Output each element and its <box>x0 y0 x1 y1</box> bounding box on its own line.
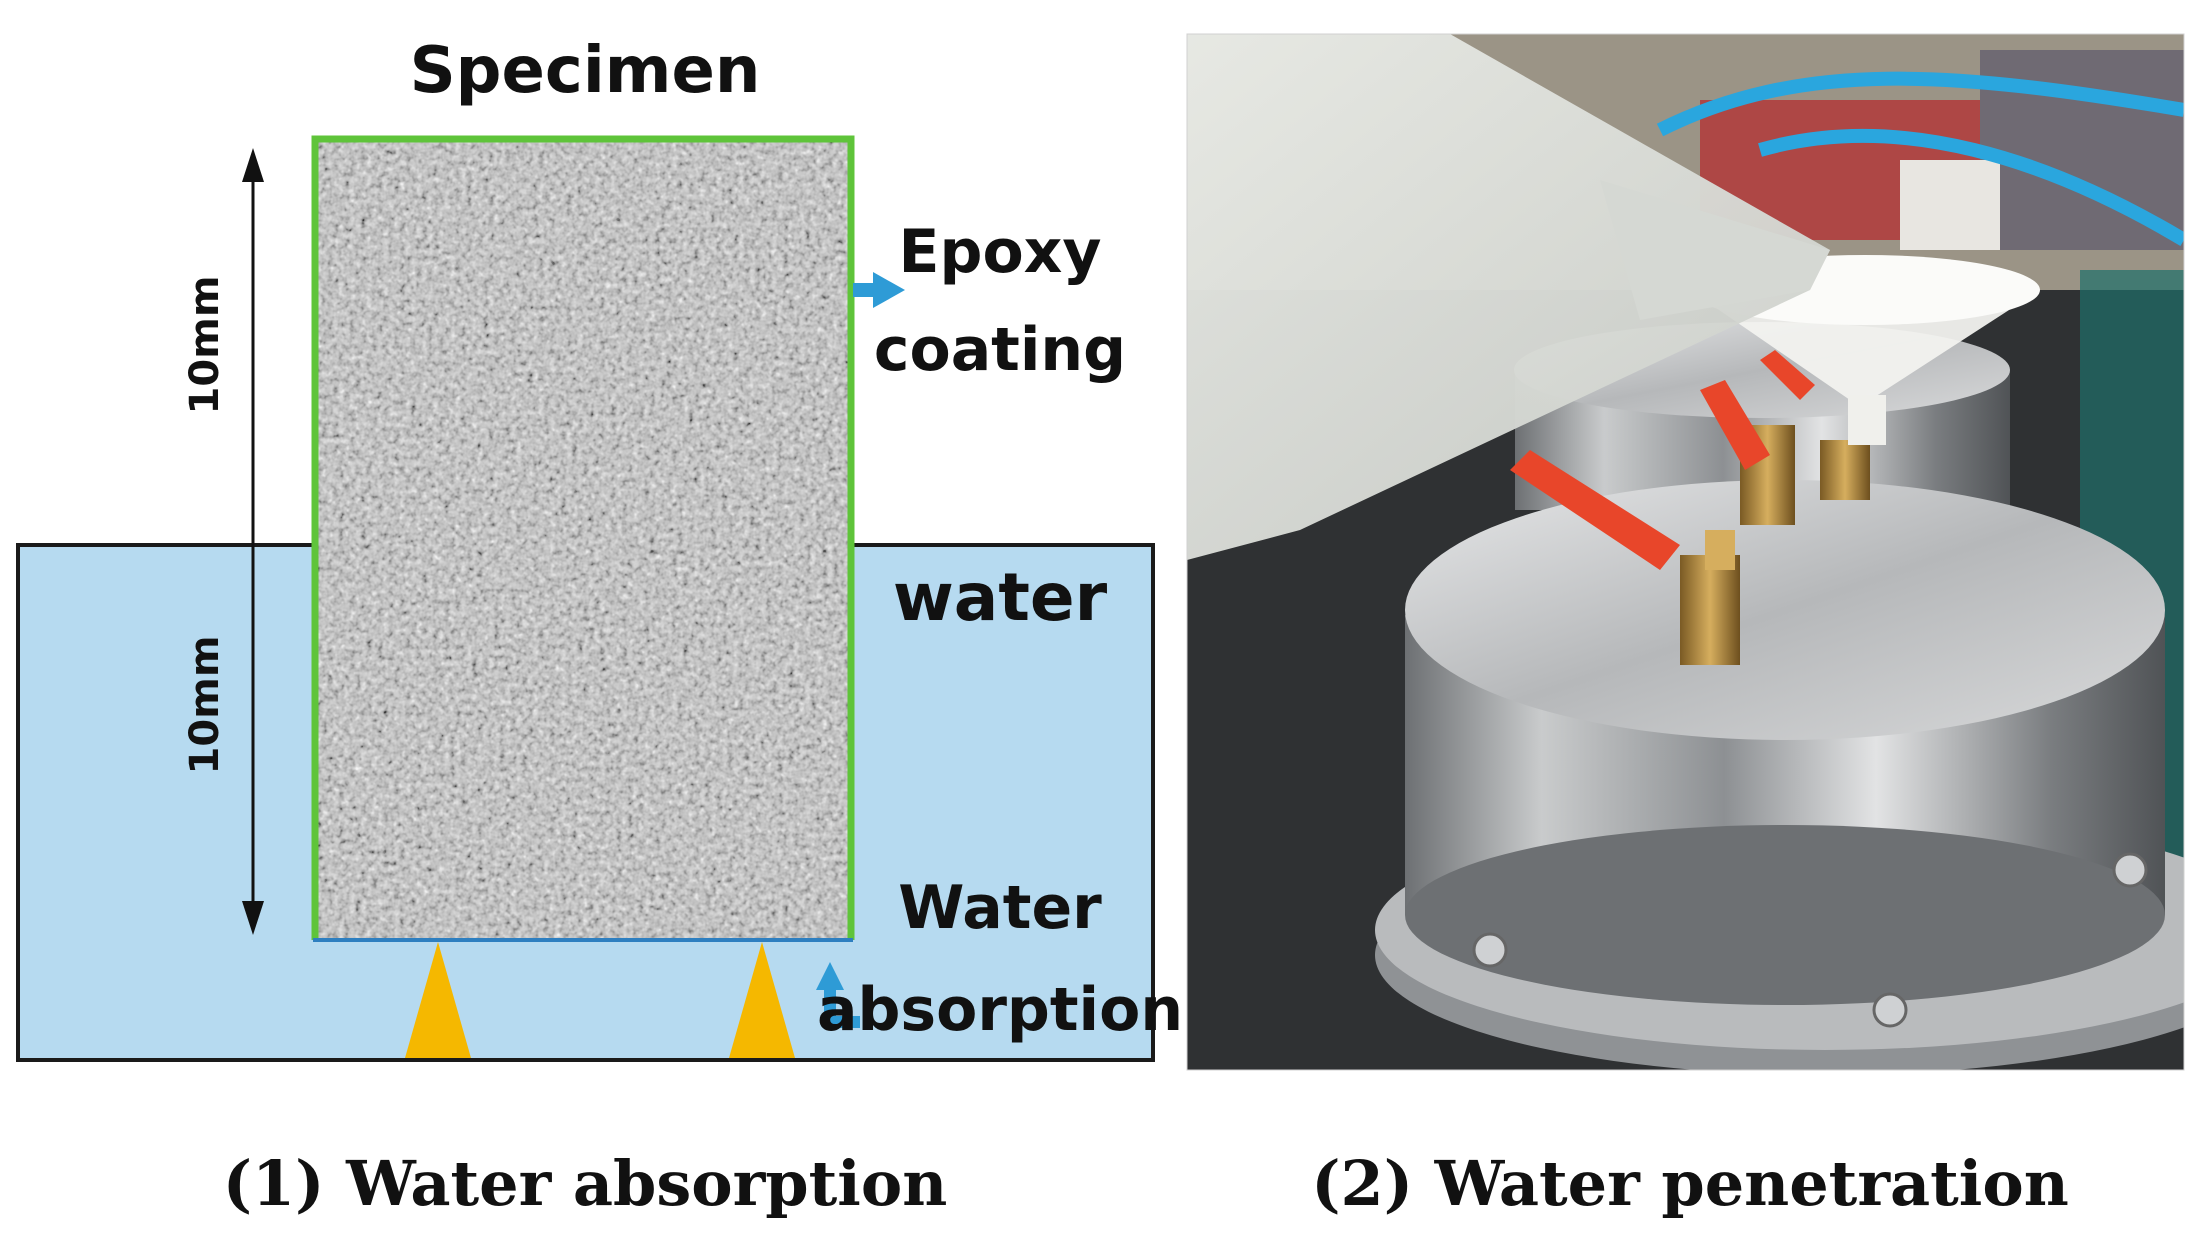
water-absorption-diagram: Specimen 10mm 10mm Epoxy coating water W… <box>16 34 1183 1062</box>
support-left <box>405 942 471 1058</box>
epoxy-coating <box>311 135 855 940</box>
absorption-arrow <box>816 962 860 1028</box>
water-penetration-photo <box>1187 34 2184 1070</box>
dimension-arrow <box>242 148 264 935</box>
photo-frame <box>1186 33 2185 1071</box>
support-right <box>729 942 795 1058</box>
epoxy-label-line1: Epoxy <box>899 217 1102 287</box>
specimen-label: Specimen <box>410 34 761 108</box>
dimension-label-lower: 10mm <box>182 635 228 774</box>
caption-right: (2) Water penetration <box>1311 1147 2069 1220</box>
caption-left: (1) Water absorption <box>223 1147 948 1220</box>
epoxy-label-line2: coating <box>874 315 1126 385</box>
dimension-label-upper: 10mm <box>182 275 228 414</box>
absorption-label-line1: Water <box>898 873 1102 943</box>
epoxy-arrow <box>853 272 905 308</box>
specimen-texture <box>313 138 853 940</box>
absorption-label-line2: absorption <box>817 975 1183 1045</box>
water-label: water <box>893 559 1108 636</box>
